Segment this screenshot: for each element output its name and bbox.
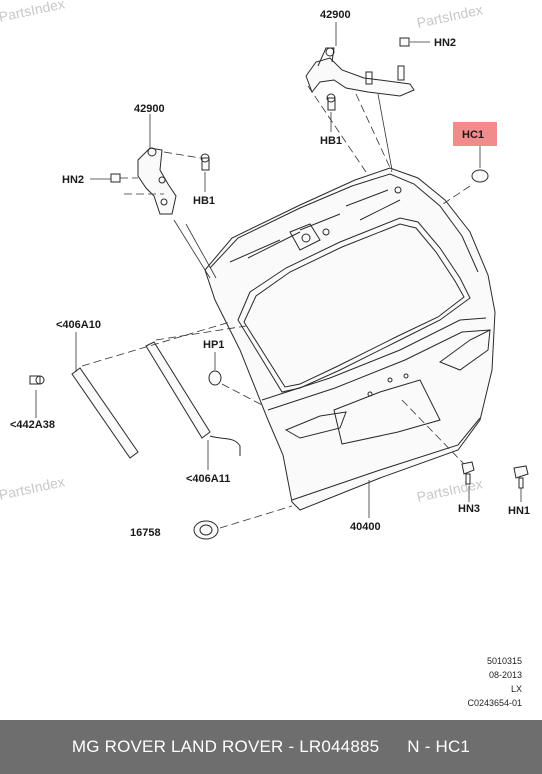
callout-hb1-top[interactable]: HB1: [320, 135, 342, 147]
fastener-hb1-left: [200, 153, 210, 171]
watermark: PartsIndex: [0, 473, 66, 503]
callout-hp1[interactable]: HP1: [203, 339, 224, 351]
callout-406a10[interactable]: <406A10: [56, 319, 101, 331]
grommet-16758: [193, 520, 219, 540]
highlight-box: [453, 122, 497, 146]
stud-hn1: [513, 465, 529, 489]
callout-hn3[interactable]: HN3: [458, 503, 480, 515]
callout-406a11[interactable]: <406A11: [186, 473, 230, 485]
parts-diagram: PartsIndex PartsIndex PartsIndex PartsIn…: [0, 0, 530, 540]
bumper-hp1: [208, 370, 222, 386]
cap-hc1: [471, 169, 489, 183]
callout-hb1-left[interactable]: HB1: [193, 195, 215, 207]
info-date: 08-2013: [488, 670, 522, 680]
callout-40400[interactable]: 40400: [350, 521, 381, 533]
callout-hc1[interactable]: HC1: [462, 129, 484, 141]
info-model: LX: [510, 684, 522, 694]
fastener-hn2-left: [110, 173, 121, 183]
watermark: PartsIndex: [415, 1, 484, 31]
stud-hn3: [461, 461, 475, 485]
callout-442a38[interactable]: <442A38: [10, 419, 55, 431]
watermark: PartsIndex: [0, 0, 66, 25]
footer-code: N - HC1: [407, 737, 471, 756]
footer-title: MG ROVER LAND ROVER - LR044885: [71, 737, 380, 756]
hinge-left: [137, 147, 177, 215]
fastener-hb1-top: [326, 93, 336, 111]
info-code: 5010315: [486, 656, 522, 666]
footer-bar: MG ROVER LAND ROVER - LR044885 N - HC1: [0, 720, 542, 774]
callout-hn2-top[interactable]: HN2: [434, 37, 456, 49]
callout-hn2-left[interactable]: HN2: [62, 174, 84, 186]
callout-42900-top[interactable]: 42900: [320, 9, 351, 21]
tailgate-assembly: [204, 167, 496, 511]
gas-strut-right: [145, 341, 241, 456]
fastener-hn2-top: [399, 37, 410, 47]
info-ref: C0243654-01: [467, 698, 522, 708]
callout-hn1[interactable]: HN1: [508, 505, 530, 517]
callout-42900-left[interactable]: 42900: [134, 103, 165, 115]
gas-strut-left: [29, 367, 139, 459]
hinge-right: [305, 47, 415, 97]
watermark: PartsIndex: [415, 475, 484, 505]
callout-16758[interactable]: 16758: [130, 527, 161, 539]
